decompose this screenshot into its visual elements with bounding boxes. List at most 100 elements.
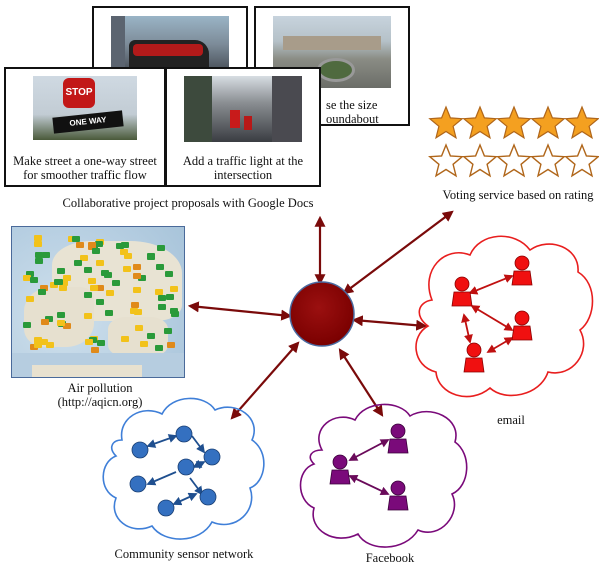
proposal-card-traffic-light: Add a traffic light at the intersection bbox=[165, 67, 321, 187]
aq-marker-icon bbox=[133, 264, 141, 270]
aq-marker-icon bbox=[74, 260, 82, 266]
aq-marker-icon bbox=[138, 275, 146, 281]
one-way-caption: Make street a one-way street for smoothe… bbox=[13, 154, 157, 182]
air-pollution-caption: Air pollution (http://aqicn.org) bbox=[57, 381, 143, 409]
aq-marker-icon bbox=[85, 339, 93, 345]
filled-star-icon[interactable] bbox=[496, 105, 532, 140]
aq-marker-icon bbox=[120, 249, 128, 255]
aq-marker-icon bbox=[167, 342, 175, 348]
email-user-icon bbox=[451, 276, 473, 307]
sensor-node-icon bbox=[199, 488, 217, 506]
facebook-user-icon bbox=[387, 423, 409, 454]
sensor-cloud bbox=[102, 397, 265, 540]
aq-marker-icon bbox=[40, 285, 48, 291]
aq-marker-icon bbox=[34, 235, 42, 241]
aq-marker-icon bbox=[170, 286, 178, 292]
sensor-node-icon bbox=[131, 441, 149, 459]
aq-marker-icon bbox=[96, 260, 104, 266]
facebook-network bbox=[329, 423, 409, 511]
aq-marker-icon bbox=[112, 280, 120, 286]
aq-marker-icon bbox=[45, 316, 53, 322]
aq-marker-icon bbox=[88, 242, 96, 248]
aq-marker-icon bbox=[76, 242, 84, 248]
empty-star-icon[interactable] bbox=[428, 143, 464, 178]
empty-star-icon[interactable] bbox=[530, 143, 566, 178]
sensor-node-icon bbox=[203, 448, 221, 466]
aq-marker-icon bbox=[96, 285, 104, 291]
aq-marker-icon bbox=[121, 242, 129, 248]
sensor-network bbox=[129, 425, 221, 517]
filled-star-icon[interactable] bbox=[428, 105, 464, 140]
aq-marker-icon bbox=[84, 267, 92, 273]
empty-star-icon[interactable] bbox=[564, 143, 599, 178]
aq-marker-icon bbox=[63, 275, 71, 281]
aq-marker-icon bbox=[166, 294, 174, 300]
aq-marker-icon bbox=[57, 312, 65, 318]
aq-marker-icon bbox=[89, 337, 97, 343]
aq-marker-icon bbox=[95, 241, 103, 247]
aq-marker-icon bbox=[38, 289, 46, 295]
aq-marker-icon bbox=[90, 285, 98, 291]
arrow-to-facebook bbox=[338, 348, 384, 417]
aq-marker-icon bbox=[34, 342, 42, 348]
proposal-card-roundabout: se the size oundabout bbox=[254, 6, 410, 126]
aq-marker-icon bbox=[84, 292, 92, 298]
aq-marker-icon bbox=[133, 273, 141, 279]
proposals-caption: Collaborative project proposals with Goo… bbox=[62, 196, 314, 210]
aq-marker-icon bbox=[105, 310, 113, 316]
voting-caption: Voting service based on rating bbox=[442, 188, 594, 202]
filled-star-icon[interactable] bbox=[462, 105, 498, 140]
aq-marker-icon bbox=[155, 289, 163, 295]
one-way-photo: STOP ONE WAY bbox=[33, 76, 137, 140]
aq-marker-icon bbox=[147, 333, 155, 339]
aq-marker-icon bbox=[63, 323, 71, 329]
facebook-cloud bbox=[299, 403, 468, 548]
aq-marker-icon bbox=[41, 319, 49, 325]
empty-star-icon[interactable] bbox=[462, 143, 498, 178]
proposal-card-one-way: STOP ONE WAY Make street a one-way stree… bbox=[4, 67, 166, 187]
aq-marker-icon bbox=[42, 252, 50, 258]
filled-star-icon[interactable] bbox=[530, 105, 566, 140]
aq-marker-icon bbox=[35, 258, 43, 264]
sensor-node-icon bbox=[175, 425, 193, 443]
aq-marker-icon bbox=[147, 254, 155, 260]
intersection-photo bbox=[184, 76, 302, 142]
aq-marker-icon bbox=[131, 302, 139, 308]
aq-marker-icon bbox=[133, 287, 141, 293]
aq-marker-icon bbox=[101, 270, 109, 276]
aq-marker-icon bbox=[26, 296, 34, 302]
aq-marker-icon bbox=[116, 243, 124, 249]
sensor-node-icon bbox=[129, 475, 147, 493]
sensor-node-icon bbox=[157, 499, 175, 517]
aq-marker-icon bbox=[135, 325, 143, 331]
air-pollution-map bbox=[11, 226, 185, 378]
aq-marker-icon bbox=[156, 264, 164, 270]
aq-marker-icon bbox=[34, 337, 42, 343]
empty-star-icon[interactable] bbox=[496, 143, 532, 178]
aq-marker-icon bbox=[23, 275, 31, 281]
facebook-label: Facebook bbox=[365, 551, 415, 565]
hub-node bbox=[289, 281, 355, 347]
aq-marker-icon bbox=[57, 268, 65, 274]
aq-marker-icon bbox=[157, 245, 165, 251]
arrow-to-email bbox=[351, 315, 428, 331]
sensor-node-icon bbox=[177, 458, 195, 476]
aq-marker-icon bbox=[97, 340, 105, 346]
traffic-light-caption: Add a traffic light at the intersection bbox=[182, 154, 304, 182]
aq-marker-icon bbox=[155, 345, 163, 351]
email-network bbox=[451, 255, 533, 373]
aq-marker-icon bbox=[140, 341, 148, 347]
aq-marker-icon bbox=[50, 282, 58, 288]
aq-marker-icon bbox=[91, 347, 99, 353]
aq-marker-icon bbox=[121, 336, 129, 342]
aq-marker-icon bbox=[40, 339, 48, 345]
sensor-label: Community sensor network bbox=[114, 547, 254, 561]
email-user-icon bbox=[511, 255, 533, 286]
filled-star-icon[interactable] bbox=[564, 105, 599, 140]
roundabout-caption-fragment: se the size oundabout bbox=[326, 98, 379, 126]
facebook-user-icon bbox=[387, 480, 409, 511]
aq-marker-icon bbox=[26, 271, 34, 277]
arrow-to-voting bbox=[342, 210, 454, 295]
email-user-icon bbox=[463, 342, 485, 373]
email-user-icon bbox=[511, 310, 533, 341]
